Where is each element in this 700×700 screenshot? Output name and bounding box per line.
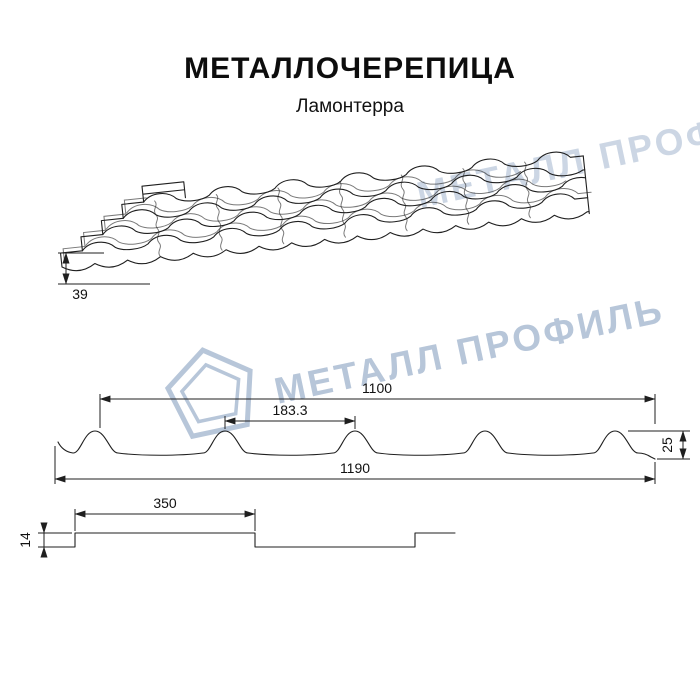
dimension-25: 25 xyxy=(628,430,690,460)
dimension-1100: 1100 xyxy=(99,380,656,428)
page-title: МЕТАЛЛОЧЕРЕПИЦА xyxy=(184,52,516,85)
sheet-bottom-edge xyxy=(61,211,590,272)
dim-25-label: 25 xyxy=(659,437,675,453)
metall-profil-logo-icon xyxy=(164,347,253,440)
ridge-tab xyxy=(141,181,186,203)
watermark-text-tile: МЕТАЛЛ ПРОФИЛЬ xyxy=(413,93,700,216)
step-profile-line xyxy=(54,532,456,548)
dim-350-label: 350 xyxy=(153,495,177,511)
perspective-view: 39 xyxy=(58,151,592,302)
dim-1100-label: 1100 xyxy=(362,380,392,396)
watermark: МЕТАЛЛ ПРОФИЛЬ МЕТАЛЛ ПРОФИЛЬ xyxy=(164,93,700,440)
dim-1190-label: 1190 xyxy=(340,460,370,476)
watermark-text: МЕТАЛЛ ПРОФИЛЬ xyxy=(271,289,668,412)
tile-row-line xyxy=(81,193,589,252)
tile-row-line-echo xyxy=(85,188,592,246)
sheet-right-edge xyxy=(582,155,590,215)
dimension-183: 183.3 xyxy=(224,402,356,429)
sheet-left-step-edge-echo xyxy=(62,197,147,264)
wave-ridges xyxy=(154,161,531,258)
tile-row-line xyxy=(102,176,587,236)
dimension-39: 39 xyxy=(58,252,150,302)
profile-wave-line xyxy=(57,430,656,460)
dimension-14: 14 xyxy=(17,522,72,558)
tile-row-line-echo xyxy=(126,169,522,214)
dimension-1190: 1190 xyxy=(54,446,656,484)
sheet-top-edge xyxy=(143,151,584,203)
cross-section-view: 1100 183.3 25 1190 xyxy=(54,380,690,484)
sheet-left-step-edge xyxy=(59,201,145,268)
page-subtitle: Ламонтерра xyxy=(296,96,404,117)
dim-183-label: 183.3 xyxy=(272,402,307,418)
dimension-350: 350 xyxy=(74,495,256,531)
dim-39-label: 39 xyxy=(72,286,88,302)
tile-row-line xyxy=(122,167,586,219)
dim-14-label: 14 xyxy=(17,532,33,548)
longitudinal-section-view: 350 14 xyxy=(17,495,456,558)
